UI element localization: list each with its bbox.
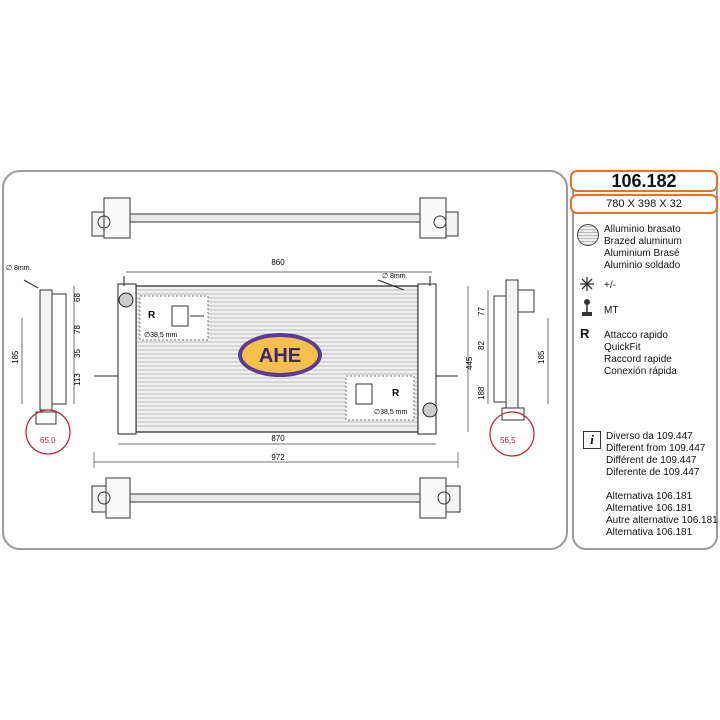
connection-line: QuickFit — [604, 342, 641, 353]
dim-left-185: 185 — [11, 350, 20, 364]
alternative-line: Autre alternative 106.181 — [606, 515, 718, 526]
right-hole-leader — [377, 279, 405, 291]
dim-860: 860 — [271, 258, 285, 267]
difference-block: Diverso da 109.447 Different from 109.44… — [606, 431, 705, 479]
hole-left-label: ∅ 8mm. — [6, 265, 32, 272]
fit-left-label: ∅38,5 mm — [144, 332, 177, 339]
transmission-label: MT — [604, 305, 619, 316]
overall-dimensions: 780 X 398 X 32 — [570, 194, 718, 214]
bottom-view — [91, 477, 461, 519]
material-line: Brazed aluminum — [604, 236, 682, 247]
quickfit-r-left: R — [148, 310, 156, 321]
dim-445: 445 — [465, 356, 474, 370]
alternative-line: Alternativa 106.181 — [606, 527, 693, 538]
connection-block: Attacco rapido QuickFit Raccord rapide C… — [604, 330, 677, 378]
difference-line: Diverso da 109.447 — [606, 431, 693, 442]
ahe-logo: AHE — [238, 333, 322, 377]
part-number: 106.182 — [570, 170, 718, 192]
left-side-view — [21, 286, 75, 425]
dim-82: 82 — [477, 341, 486, 350]
hole-right-label: ∅ 8mm. — [382, 273, 408, 280]
quickfit-inset-right — [345, 375, 415, 421]
gear-stick-icon — [582, 299, 592, 316]
connection-line: Conexión rápida — [604, 366, 677, 377]
info-icon: i — [583, 431, 601, 449]
material-block: Alluminio brasato Brazed aluminum Alumin… — [604, 224, 682, 272]
alternative-line: Alternativa 106.181 — [606, 491, 693, 502]
fit-right-label: ∅38,5 mm — [374, 409, 407, 416]
connection-line: Raccord rapide — [604, 354, 672, 365]
quickfit-inset-left — [139, 295, 209, 341]
detail-right-value: 56,5 — [500, 436, 516, 445]
brazed-aluminum-icon — [577, 224, 599, 246]
alternative-line: Alternative 106.181 — [606, 503, 693, 514]
quickfit-r-right: R — [392, 388, 400, 399]
left-hole-leader — [23, 279, 39, 289]
material-line: Aluminio soldado — [604, 260, 681, 271]
dim-972: 972 — [271, 453, 285, 462]
detail-left-value: 65.0 — [40, 436, 56, 445]
difference-line: Diferente de 109.447 — [606, 467, 700, 478]
dim-78: 78 — [73, 325, 82, 334]
material-line: Alluminio brasato — [604, 224, 681, 235]
dimension-lines — [93, 271, 469, 468]
right-detail-circle — [489, 411, 535, 457]
dim-68: 68 — [73, 293, 82, 302]
difference-line: Different from 109.447 — [606, 443, 706, 454]
left-detail-circle — [25, 409, 71, 455]
snowflake-icon — [580, 277, 594, 291]
dim-188: 188 — [477, 386, 486, 400]
dim-35: 35 — [73, 349, 82, 358]
top-view — [91, 197, 459, 239]
dim-113: 113 — [73, 373, 82, 386]
dim-77: 77 — [477, 307, 486, 316]
right-side-view — [487, 279, 549, 421]
difference-line: Différent de 109.447 — [606, 455, 697, 466]
dim-870: 870 — [271, 434, 285, 443]
tolerance-label: +/- — [604, 280, 616, 291]
quickfit-icon: R — [580, 326, 590, 341]
material-line: Aluminium Brasé — [604, 248, 680, 259]
logo-text: AHE — [259, 345, 301, 367]
alternatives-block: Alternativa 106.181 Alternative 106.181 … — [606, 491, 718, 539]
connection-line: Attacco rapido — [604, 330, 668, 341]
dim-right-185: 185 — [537, 350, 546, 364]
